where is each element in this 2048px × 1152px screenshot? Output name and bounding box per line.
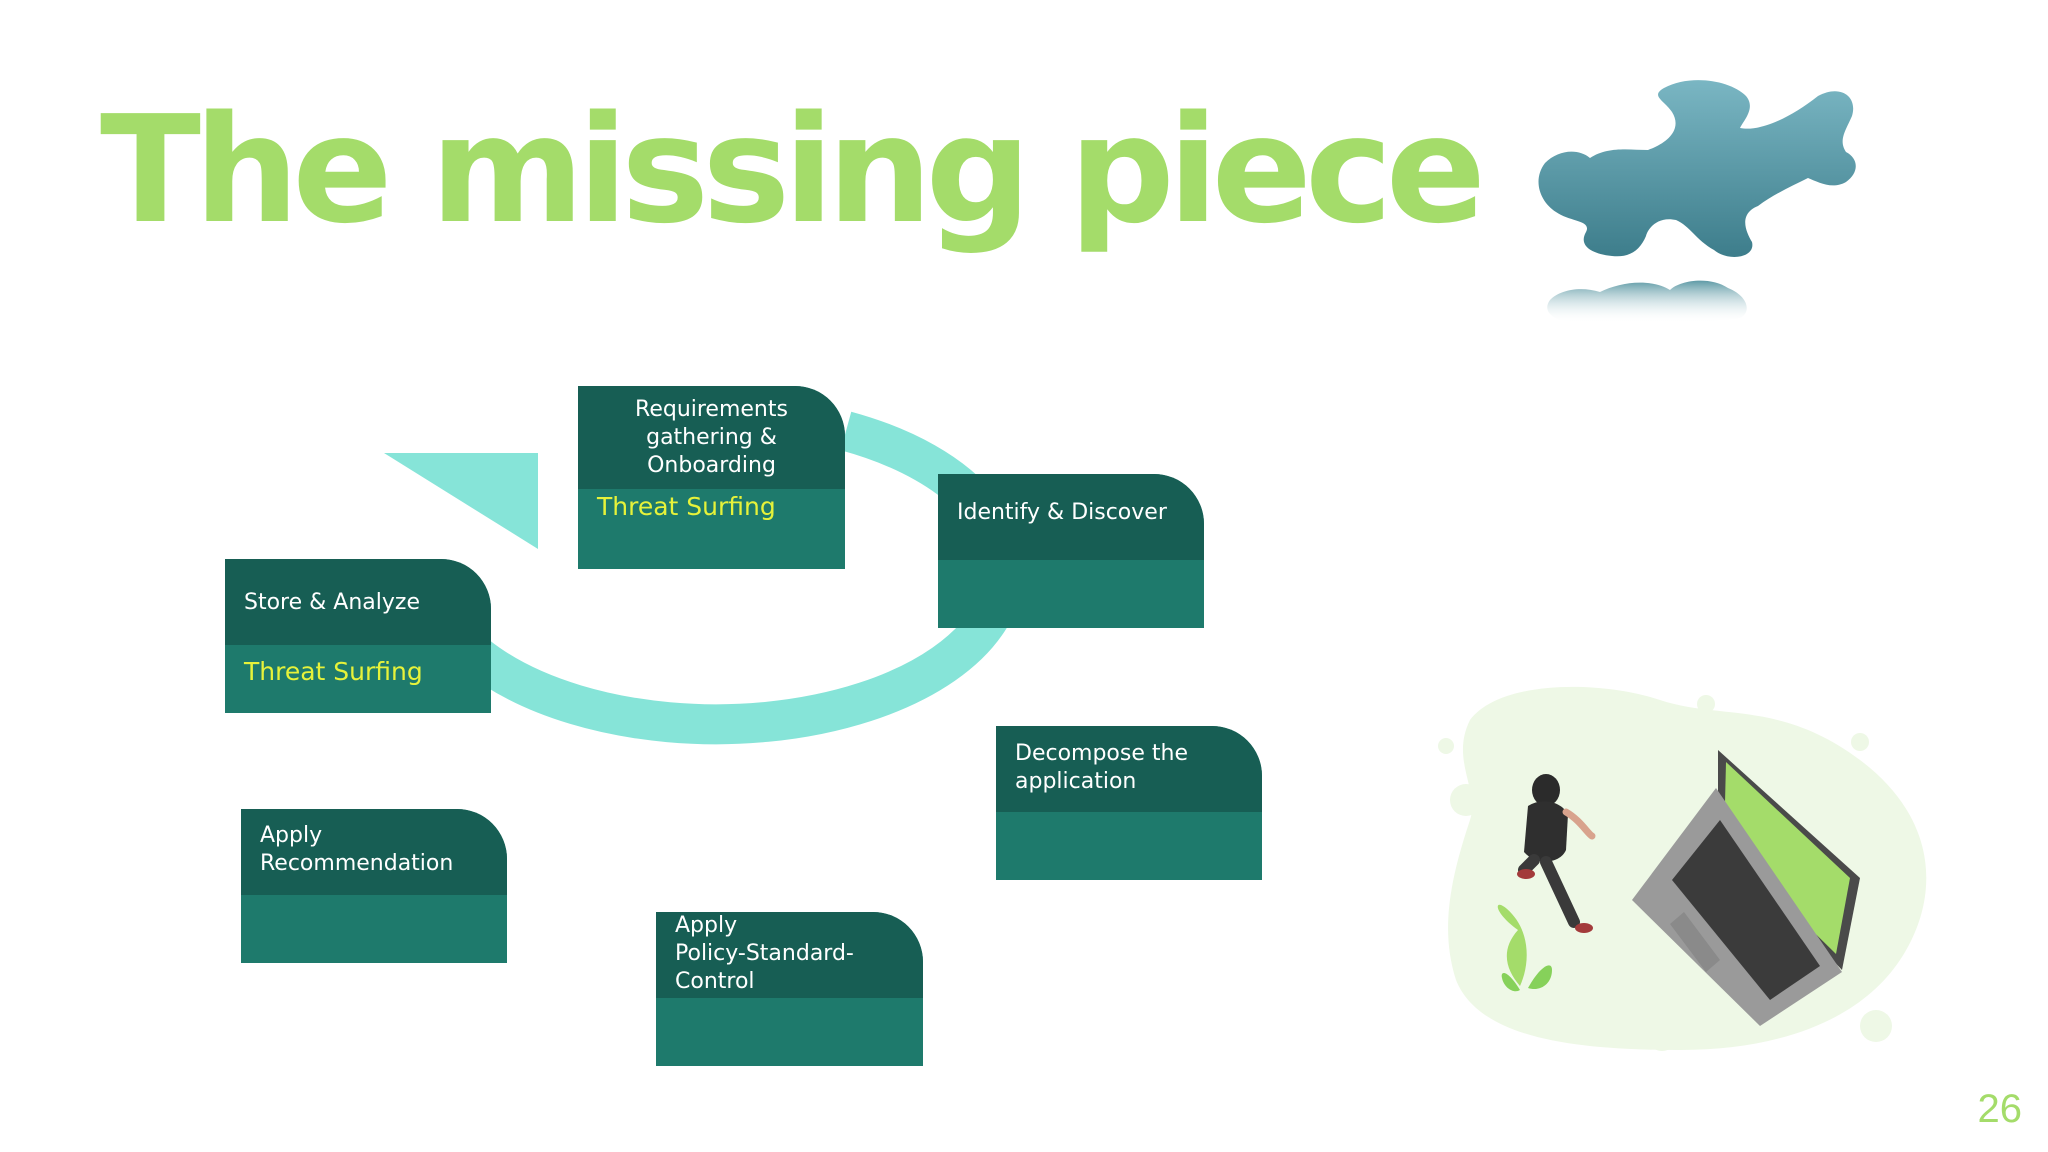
- step-title-apply-recommendation: Apply Recommendation: [260, 823, 454, 876]
- step-title-requirements: Requirements gathering & Onboarding: [635, 397, 788, 478]
- step-title-store-analyze: Store & Analyze: [244, 590, 420, 615]
- cycle-arrowhead: [384, 453, 538, 549]
- step-title-identify: Identify & Discover: [957, 500, 1167, 525]
- step-title-decompose: Decompose the application: [1015, 741, 1188, 794]
- step-card-decompose: Decompose the application: [996, 726, 1262, 880]
- step-subtitle-requirements: Threat Surfing: [597, 492, 776, 521]
- step-card-requirements: Requirements gathering & Onboarding Thre…: [578, 386, 845, 569]
- step-card-store-analyze: Store & Analyze Threat Surfing: [225, 559, 491, 713]
- page-number: 26: [1977, 1087, 2023, 1131]
- slide-title: The missing piece: [100, 84, 1486, 256]
- step-card-apply-recommendation: Apply Recommendation: [241, 809, 507, 963]
- step-subtitle-store-analyze: Threat Surfing: [244, 657, 423, 686]
- step-card-identify: Identify & Discover: [938, 474, 1204, 628]
- step-card-apply-policy: Apply Policy-Standard- Control: [656, 912, 923, 1066]
- step-title-apply-policy: Apply Policy-Standard- Control: [675, 913, 854, 994]
